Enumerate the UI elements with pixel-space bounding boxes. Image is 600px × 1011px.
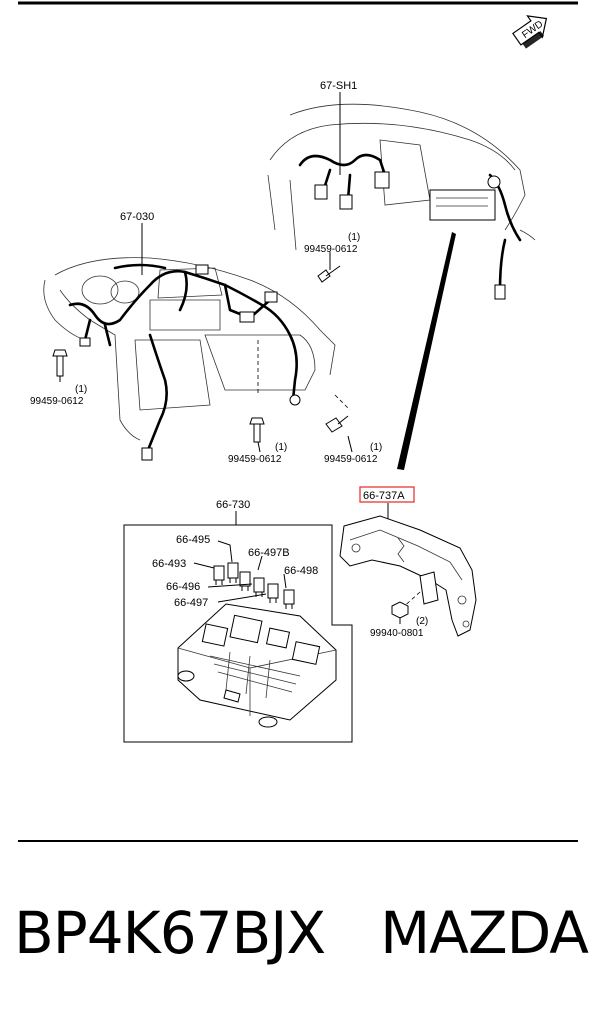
nut-icon <box>391 601 409 619</box>
callout-99940-qty: (2) <box>416 616 428 627</box>
callout-99459-b-qty: (1) <box>75 384 87 395</box>
pointer-wedge <box>397 232 456 470</box>
fwd-arrow-icon: FWD <box>512 15 548 49</box>
fuse-icon <box>239 571 251 591</box>
dashboard-illustration <box>43 103 536 461</box>
callout-99459-d-qty: (1) <box>370 442 382 453</box>
callout-67-sh1: 67-SH1 <box>320 80 357 92</box>
callout-99459-c: 99459-0612 <box>228 454 282 465</box>
callout-67-030: 67-030 <box>120 211 154 223</box>
callout-99940: 99940-0801 <box>370 628 424 639</box>
highlight-box <box>359 486 415 503</box>
brand-name: MAZDA <box>380 899 589 967</box>
inset-frame <box>123 524 353 743</box>
callout-99459-d: 99459-0612 <box>324 454 378 465</box>
callout-66-496: 66-496 <box>166 581 200 593</box>
callout-66-730: 66-730 <box>216 499 250 511</box>
callout-66-497: 66-497 <box>174 597 208 609</box>
bolt-icon <box>325 415 349 433</box>
fuse-icon <box>283 589 295 609</box>
callout-99459-a: 99459-0612 <box>304 244 358 255</box>
part-number: BP4K67BJX <box>14 899 326 967</box>
callout-99459-b: 99459-0612 <box>30 396 84 407</box>
callout-66-498: 66-498 <box>284 565 318 577</box>
callout-66-497b: 66-497B <box>248 547 290 559</box>
fuse-icon <box>267 583 279 603</box>
bolt-icon <box>317 265 341 283</box>
callout-66-737a: 66-737A <box>363 490 405 502</box>
bolt-icon <box>249 417 265 443</box>
callout-99459-c-qty: (1) <box>275 442 287 453</box>
fuse-icon <box>213 565 225 585</box>
bolt-icon <box>52 349 68 377</box>
callout-66-493: 66-493 <box>152 558 186 570</box>
callout-66-495: 66-495 <box>176 534 210 546</box>
callout-99459-a-qty: (1) <box>348 232 360 243</box>
junction-block <box>177 603 337 728</box>
part-footer: BP4K67BJX MAZDA <box>14 893 594 973</box>
fuse-icon <box>227 562 239 583</box>
bracket-66-737a <box>339 515 477 637</box>
